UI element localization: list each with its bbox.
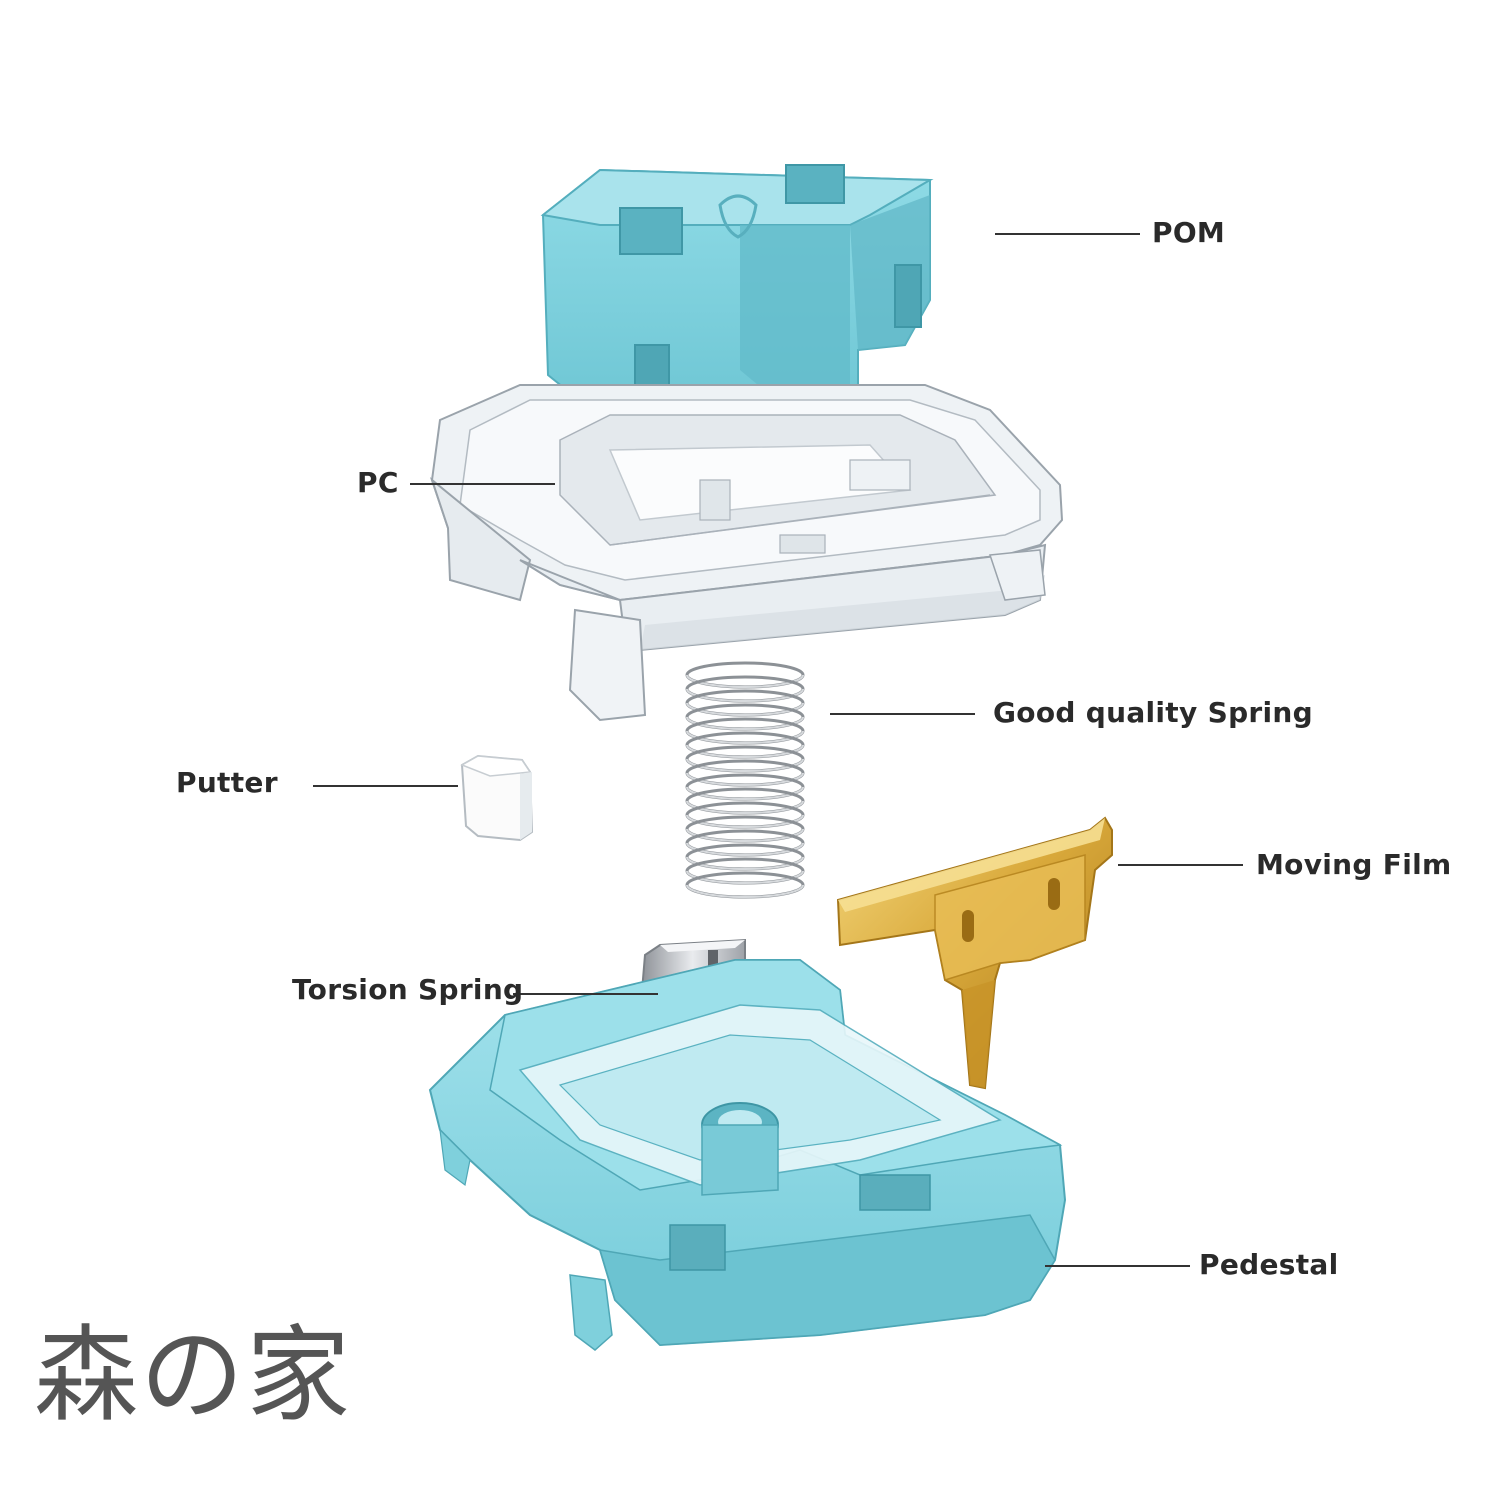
pc-housing — [429, 384, 1064, 722]
coil-spring — [685, 661, 805, 899]
pom-stem — [540, 164, 934, 441]
label-pedestal: Pedestal — [1199, 1248, 1339, 1281]
pedestal-leader-line — [1045, 1265, 1190, 1267]
moving-film-leader-line — [1118, 864, 1243, 866]
label-pc: PC — [357, 466, 399, 499]
torsion-spring-leader-line — [513, 993, 658, 995]
watermark-text: 森の家 — [34, 1314, 353, 1436]
pc-leader-line — [410, 483, 555, 485]
putter-leader-line — [313, 785, 458, 787]
putter-part — [460, 754, 534, 842]
moving-film-part — [836, 816, 1113, 1090]
label-moving-film: Moving Film — [1256, 848, 1452, 881]
spring-leader-line — [830, 713, 975, 715]
label-pom: POM — [1152, 216, 1226, 249]
label-spring: Good quality Spring — [993, 696, 1313, 729]
label-torsion-spring: Torsion Spring — [292, 973, 524, 1006]
pedestal-base — [428, 959, 1067, 1351]
pom-leader-line — [995, 233, 1140, 235]
label-putter: Putter — [176, 766, 278, 799]
